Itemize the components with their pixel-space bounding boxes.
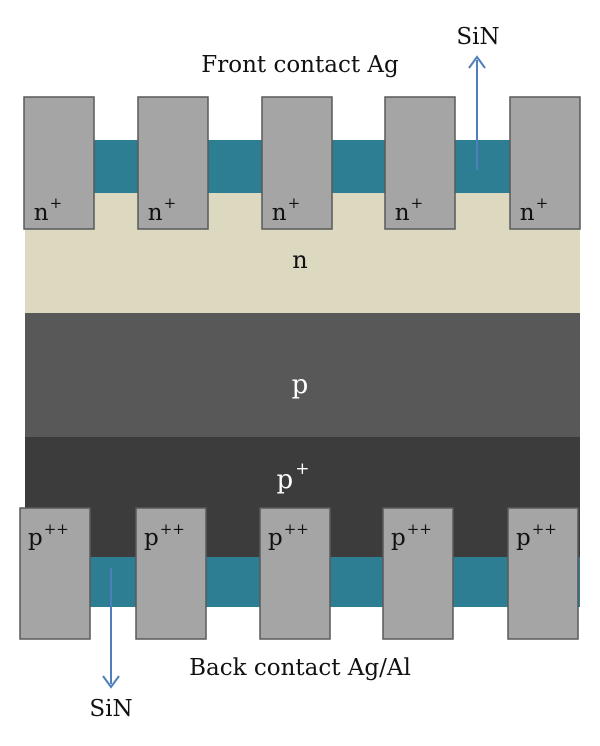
- n-layer-label: n: [292, 246, 307, 274]
- front-contact-label-3: n+: [272, 194, 300, 226]
- front-sin-arrow-head: [468, 55, 486, 69]
- front-contact-label-5: n+: [520, 194, 548, 226]
- front-contact-4: [384, 96, 456, 230]
- back-sin-arrow-head: [102, 675, 120, 689]
- back-contact-label-1: p++: [28, 520, 69, 551]
- front-contact-label-4: n+: [395, 194, 423, 226]
- front-contact-5: [509, 96, 581, 230]
- back-contact-label-2: p++: [144, 520, 185, 551]
- front-contact-label-2: n+: [148, 194, 176, 226]
- p-layer: [25, 313, 580, 437]
- front-contact-1: [23, 96, 95, 230]
- front-contact-label-1: n+: [34, 194, 62, 226]
- back-contact-label: Back contact Ag/Al: [189, 655, 411, 681]
- front-contact-2: [137, 96, 209, 230]
- front-contacts: n+ n+ n+ n+ n+: [23, 96, 581, 230]
- back-contact-label-5: p++: [516, 520, 557, 551]
- front-contact-3: [261, 96, 333, 230]
- front-contact-label: Front contact Ag: [201, 52, 399, 78]
- back-contact-label-4: p++: [391, 520, 432, 551]
- front-sin-label: SiN: [456, 24, 499, 50]
- p-plus-layer-label: p+: [277, 459, 310, 495]
- back-sin-label: SiN: [89, 696, 132, 722]
- back-contact-label-3: p++: [268, 520, 309, 551]
- p-layer-label: p: [292, 370, 309, 400]
- back-contact-4: [382, 507, 454, 640]
- back-contact-2: [135, 507, 207, 640]
- back-contact-3: [259, 507, 331, 640]
- back-contacts: p++ p++ p++ p++ p++: [19, 507, 579, 640]
- back-contact-5: [507, 507, 579, 640]
- back-contact-1: [19, 507, 91, 640]
